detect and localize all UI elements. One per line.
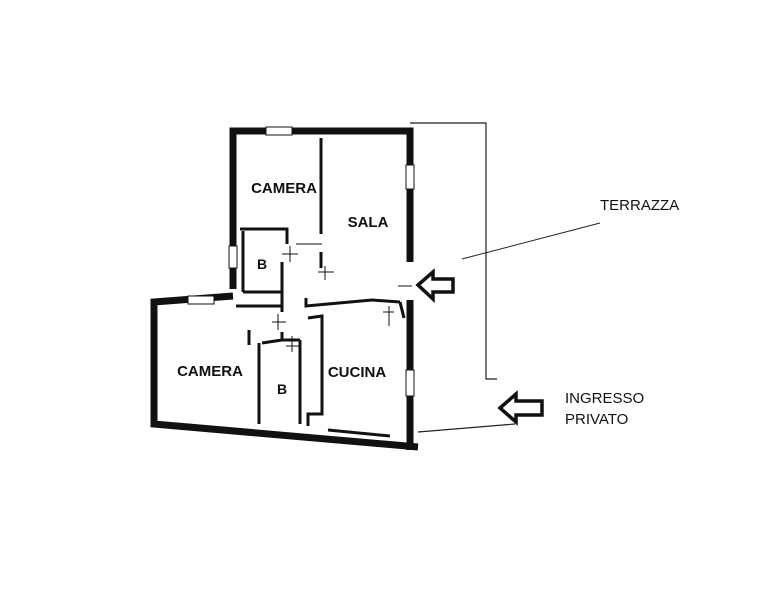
terrazza-leader-line <box>461 222 601 260</box>
room-label-camera-top: CAMERA <box>251 180 317 197</box>
room-label-bath-top: B <box>257 256 267 272</box>
room-label-camera-bottom: CAMERA <box>177 363 243 380</box>
windows <box>187 126 415 397</box>
outer-walls <box>150 127 419 451</box>
room-label-bath-bottom: B <box>277 381 287 397</box>
annotation-ingresso: INGRESSO <box>565 390 644 407</box>
annotation-terrazza: TERRAZZA <box>600 197 679 214</box>
room-label-cucina: CUCINA <box>328 364 386 381</box>
room-label-sala: SALA <box>348 214 389 231</box>
door-marks <box>272 243 412 352</box>
entry-arrow-icon <box>415 268 455 304</box>
annotation-privato: PRIVATO <box>565 411 628 428</box>
interior-walls <box>236 138 406 438</box>
private-entrance-arrow-icon <box>497 390 544 426</box>
terrace-outline <box>410 122 516 433</box>
